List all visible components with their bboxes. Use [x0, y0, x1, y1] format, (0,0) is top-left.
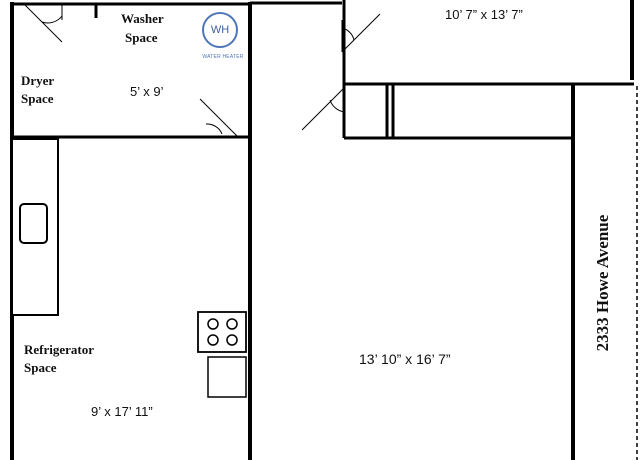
kitchen-size: 9’ x 17’ 11” — [91, 404, 153, 419]
stove-burner — [207, 318, 219, 330]
door-utility — [199, 98, 239, 138]
washer-label-1: Washer — [121, 11, 164, 26]
stove-burner — [207, 334, 219, 346]
sink-icon — [19, 203, 48, 244]
dishwasher-icon — [207, 356, 247, 398]
washer-label-2: Space — [125, 30, 158, 45]
bedroom-size: 10’ 7” x 13’ 7” — [445, 7, 523, 22]
fridge-label-1: Refrigerator — [24, 342, 95, 357]
fridge-label-2: Space — [24, 360, 57, 375]
utility-size: 5’ x 9’ — [130, 84, 164, 99]
water-heater-icon: WH — [202, 12, 238, 48]
stove-burner — [226, 334, 238, 346]
street-address: 2333 Howe Avenue — [593, 214, 612, 352]
door-closet-center — [341, 13, 381, 53]
dryer-label-2: Space — [21, 91, 54, 106]
door-hall — [301, 87, 345, 131]
door-washer — [23, 3, 63, 43]
water-heater-abbr: WH — [210, 24, 230, 36]
dryer-label-1: Dryer — [21, 73, 55, 88]
stove-burner — [226, 318, 238, 330]
living-size: 13’ 10” x 16’ 7” — [359, 351, 451, 367]
water-heater-label: WATER HEATER — [202, 54, 244, 60]
stove-icon — [197, 311, 247, 353]
